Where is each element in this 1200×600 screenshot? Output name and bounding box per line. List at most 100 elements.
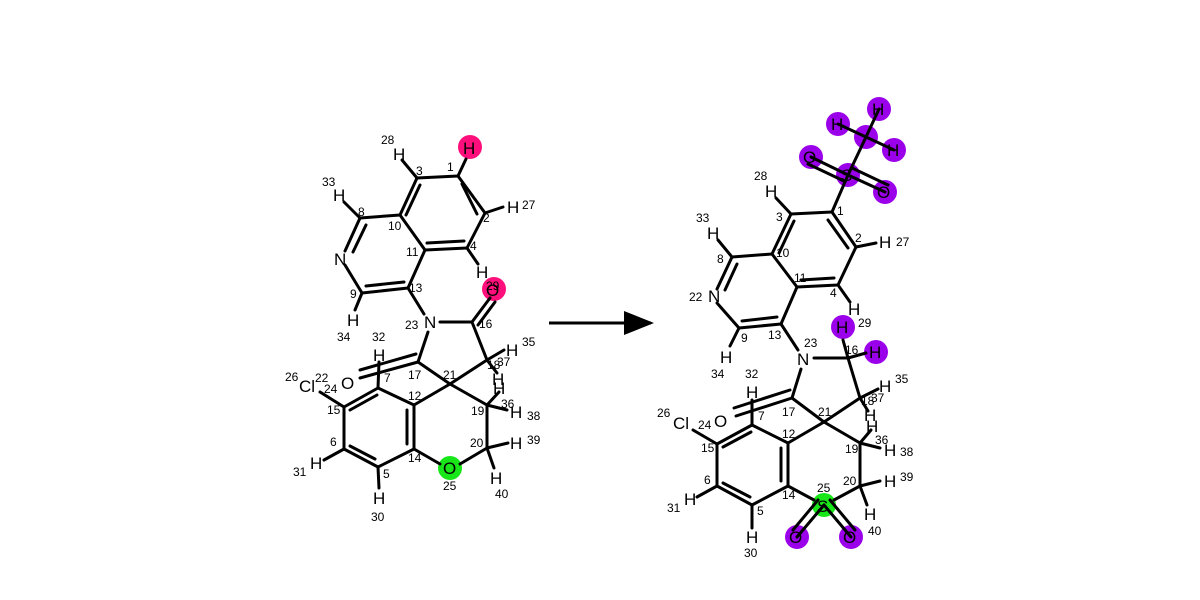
svg-text:16: 16	[845, 343, 859, 357]
svg-text:3: 3	[416, 164, 423, 178]
svg-text:34: 34	[711, 367, 725, 381]
svg-text:11: 11	[406, 245, 419, 259]
svg-text:9: 9	[350, 287, 357, 301]
svg-text:15: 15	[701, 441, 715, 455]
svg-text:18: 18	[861, 394, 875, 408]
svg-text:H: H	[866, 417, 878, 436]
svg-text:H: H	[746, 528, 758, 547]
svg-text:4: 4	[830, 286, 837, 300]
svg-text:H: H	[869, 343, 881, 362]
svg-text:4: 4	[470, 239, 477, 253]
svg-text:23: 23	[804, 336, 818, 350]
atom-O: O	[443, 459, 456, 478]
reactant-atom-labels: H O N N O Cl O H H H H H H H H H H H H H…	[299, 139, 522, 508]
svg-text:H: H	[872, 100, 884, 119]
svg-text:17: 17	[782, 405, 796, 419]
svg-text:H: H	[884, 441, 896, 460]
removed-O-highlight	[482, 277, 506, 301]
svg-text:24: 24	[698, 418, 712, 432]
svg-text:H: H	[887, 141, 899, 160]
svg-text:1: 1	[447, 160, 454, 174]
svg-text:8: 8	[717, 252, 724, 266]
svg-text:O: O	[803, 148, 816, 167]
atom-H: H	[333, 186, 345, 205]
svg-text:37: 37	[871, 391, 885, 405]
svg-text:5: 5	[383, 467, 390, 481]
svg-text:23: 23	[405, 318, 419, 332]
svg-text:H: H	[879, 377, 891, 396]
product-atom-labels: H H H S O O N N H H O Cl S O O H H H H H…	[673, 100, 899, 547]
svg-text:H: H	[746, 383, 758, 402]
atom-H: H	[490, 469, 502, 488]
svg-text:14: 14	[408, 451, 422, 465]
svg-text:26: 26	[657, 406, 671, 420]
svg-text:7: 7	[758, 409, 765, 423]
svg-text:2: 2	[855, 231, 862, 245]
svg-text:O: O	[877, 183, 890, 202]
svg-text:21: 21	[443, 368, 457, 382]
svg-text:H: H	[879, 233, 891, 252]
svg-text:13: 13	[768, 328, 782, 342]
svg-text:35: 35	[522, 335, 536, 349]
svg-text:9: 9	[741, 331, 748, 345]
svg-text:40: 40	[868, 524, 882, 538]
svg-text:H: H	[864, 505, 876, 524]
svg-text:3: 3	[776, 210, 783, 224]
svg-text:21: 21	[818, 405, 832, 419]
svg-text:40: 40	[495, 487, 509, 501]
svg-text:H: H	[720, 348, 732, 367]
svg-text:6: 6	[704, 473, 711, 487]
svg-text:N: N	[708, 287, 720, 306]
svg-text:34: 34	[337, 330, 351, 344]
svg-text:29: 29	[486, 279, 500, 293]
svg-text:H: H	[707, 224, 719, 243]
atom-Cl: Cl	[299, 377, 315, 396]
svg-text:32: 32	[372, 330, 386, 344]
svg-text:25: 25	[443, 479, 457, 493]
svg-text:30: 30	[744, 546, 758, 560]
svg-text:22: 22	[315, 371, 329, 385]
svg-text:31: 31	[667, 501, 681, 515]
atom-H: H	[510, 403, 522, 422]
svg-text:28: 28	[381, 133, 395, 147]
svg-text:39: 39	[900, 470, 914, 484]
svg-text:O: O	[789, 528, 802, 547]
svg-text:17: 17	[408, 368, 422, 382]
svg-text:S: S	[817, 497, 828, 516]
svg-text:16: 16	[479, 317, 493, 331]
svg-text:5: 5	[757, 504, 764, 518]
svg-text:H: H	[684, 490, 696, 509]
atom-H: H	[510, 434, 522, 453]
svg-text:11: 11	[794, 271, 807, 285]
svg-text:8: 8	[358, 205, 365, 219]
svg-text:29: 29	[858, 316, 872, 330]
svg-text:6: 6	[330, 435, 337, 449]
svg-text:14: 14	[782, 488, 796, 502]
svg-text:33: 33	[696, 211, 710, 225]
svg-text:38: 38	[900, 445, 914, 459]
svg-text:S: S	[841, 166, 852, 185]
reactant-atom-numbers: 1 2 3 4 5 6 7 8 9 10 11 12 13 14 15 16 1…	[285, 133, 541, 524]
svg-text:36: 36	[501, 397, 515, 411]
product-atom-numbers: 1 2 3 4 5 6 7 8 9 10 11 12 13 14 15 16 1…	[657, 169, 914, 560]
svg-text:2: 2	[483, 211, 490, 225]
svg-text:35: 35	[895, 372, 909, 386]
svg-text:12: 12	[782, 427, 796, 441]
atom-H: H	[373, 346, 385, 365]
svg-text:H: H	[831, 115, 843, 134]
svg-text:12: 12	[408, 389, 422, 403]
svg-text:15: 15	[327, 403, 341, 417]
atom-H: H	[393, 145, 405, 164]
svg-text:27: 27	[522, 198, 536, 212]
atom-H: H	[347, 311, 359, 330]
svg-text:13: 13	[409, 281, 423, 295]
svg-text:28: 28	[754, 169, 768, 183]
svg-text:22: 22	[689, 290, 703, 304]
atom-H: H	[493, 379, 505, 398]
svg-text:H: H	[884, 472, 896, 491]
svg-text:20: 20	[470, 436, 484, 450]
atom-H: H	[492, 370, 504, 389]
svg-text:37: 37	[497, 355, 511, 369]
svg-text:36: 36	[875, 433, 889, 447]
